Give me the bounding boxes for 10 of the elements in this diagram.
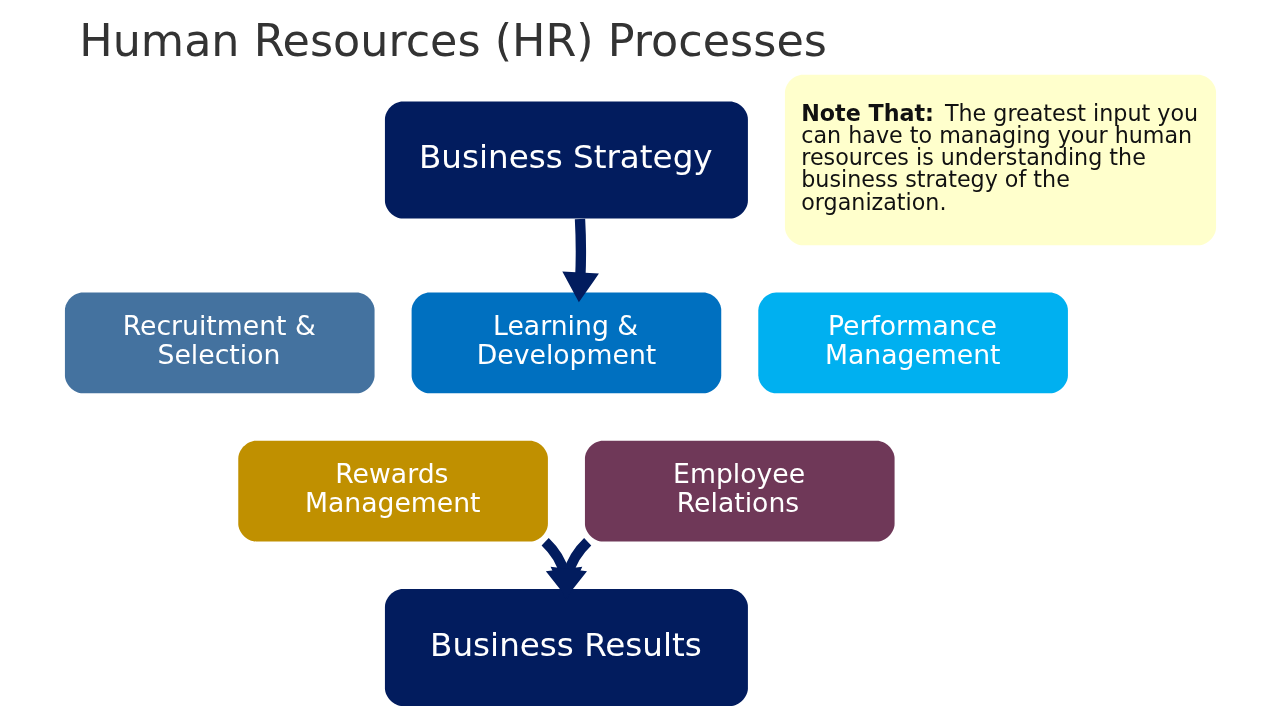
node-box: Learning & Development [411,292,721,394]
node-box: Employee Relations [584,440,895,542]
node-box: Recruitment & Selection [64,292,375,394]
diagram-title: Human Resources (HR) Processes [78,14,827,66]
node-box: Note That: The greatest input you can have to managing your human resources is understanding the business strategy of the organization. [784,74,1216,246]
node-box: Performance Management [757,292,1068,394]
node-box: Rewards Management [237,440,548,542]
node-box: Business Results [384,588,748,706]
node-box: Business Strategy [384,101,748,219]
arrow [561,218,599,303]
